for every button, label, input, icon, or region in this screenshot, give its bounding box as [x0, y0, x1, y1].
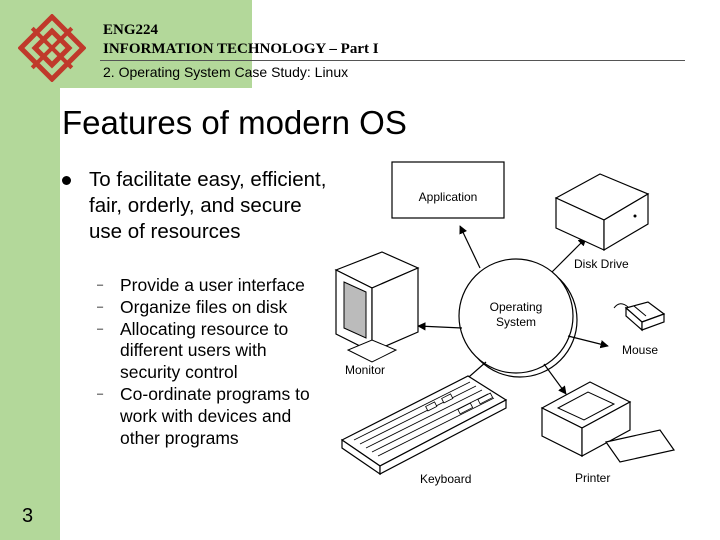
dash-marker: –	[97, 322, 104, 335]
sub-bullet-text: Co-ordinate programs to work with device…	[120, 383, 310, 448]
application-label: Application	[419, 190, 478, 204]
section-title: 2. Operating System Case Study: Linux	[103, 64, 349, 80]
sub-bullet-text: Allocating resource to different users w…	[120, 318, 289, 383]
operating-system-node: Operating System	[458, 258, 578, 378]
sub-bullet-text: Organize files on disk	[120, 296, 288, 317]
mouse-label: Mouse	[622, 343, 658, 357]
sub-bullet-item: – Organize files on disk	[97, 297, 327, 319]
monitor-label: Monitor	[345, 363, 385, 377]
printer-label: Printer	[575, 471, 610, 485]
dash-marker: –	[97, 279, 104, 291]
header-divider	[100, 60, 685, 61]
slide-title: Features of modern OS	[62, 104, 407, 141]
sub-bullet-text: Provide a user interface	[120, 275, 305, 295]
bullet-marker	[62, 176, 71, 185]
page-number: 3	[22, 505, 34, 527]
course-title: INFORMATION TECHNOLOGY – Part I	[103, 41, 379, 57]
sub-bullet-item: – Provide a user interface	[97, 275, 327, 297]
keyboard-icon	[340, 375, 508, 476]
connection-arrows	[417, 225, 609, 395]
application-box: Application	[391, 161, 505, 219]
dash-marker: –	[97, 300, 104, 313]
main-bullet-text: To facilitate easy, efficient, fair, ord…	[89, 168, 327, 243]
dash-marker: –	[97, 387, 104, 400]
mouse-icon	[613, 301, 666, 332]
printer-icon	[540, 381, 676, 463]
keyboard-label: Keyboard	[420, 472, 471, 486]
os-label-line1: Operating	[490, 300, 543, 314]
sub-bullet-item: – Allocating resource to different users …	[97, 319, 327, 384]
sub-bullet-list: – Provide a user interface – Organize file…	[97, 275, 327, 449]
os-diagram: Application Operating System Disk Drive …	[334, 161, 676, 486]
os-label-line2: System	[496, 315, 536, 329]
monitor-icon	[334, 251, 420, 363]
university-logo-icon	[18, 14, 86, 82]
disk-drive-icon	[554, 173, 650, 252]
top-header-band	[60, 0, 252, 88]
course-code: ENG224	[103, 22, 159, 38]
sub-bullet-item: – Co-ordinate programs to work with devic…	[97, 384, 327, 449]
disk-drive-label: Disk Drive	[574, 257, 629, 271]
left-sidebar-band	[0, 0, 60, 540]
